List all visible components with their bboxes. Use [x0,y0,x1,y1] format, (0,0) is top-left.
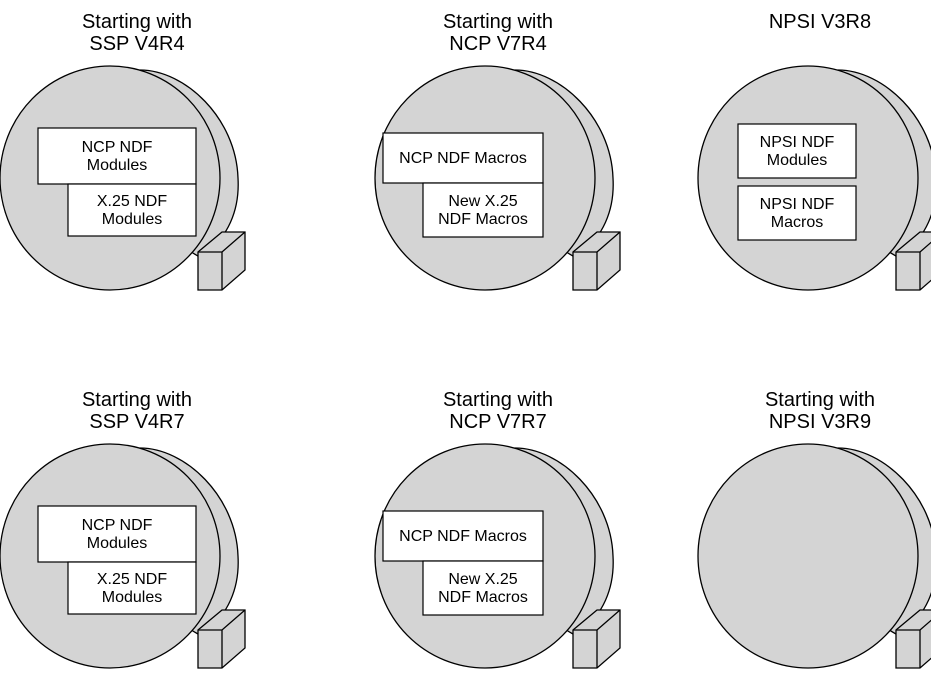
reel-title-line: Starting with [82,389,192,411]
reel-title-line: NCP V7R7 [449,411,546,433]
label-box-text: Modules [102,589,162,606]
label-box-text: NCP NDF Macros [399,528,527,545]
label-box-text: X.25 NDF [97,571,167,588]
label-box-text: Macros [771,214,823,231]
label-box-text: NDF Macros [438,211,528,228]
label-box-text: NPSI NDF [760,196,835,213]
label-box-text: Modules [87,535,147,552]
reel-title-line: Starting with [765,389,875,411]
label-box-text: New X.25 [448,193,517,210]
reel-title-line: Starting with [82,11,192,33]
label-box-text: X.25 NDF [97,193,167,210]
label-box-text: NCP NDF [82,517,153,534]
label-box: NCP NDF Macros [382,132,544,184]
label-box-text: New X.25 [448,571,517,588]
reel-title-line: Starting with [443,389,553,411]
label-box-text: Modules [767,152,827,169]
label-box-text: NPSI NDF [760,134,835,151]
reel-icon [697,443,931,669]
label-box-text: NCP NDF [82,139,153,156]
reel-title-line: NPSI V3R8 [769,11,871,33]
reel-title-line: Starting with [443,11,553,33]
reel-title-line: SSP V4R7 [89,411,184,433]
label-box-text: Modules [87,157,147,174]
label-box-text: NDF Macros [438,589,528,606]
reel-title-line: SSP V4R4 [89,33,184,55]
reel-title-line: NPSI V3R9 [769,411,871,433]
label-box-text: NCP NDF Macros [399,150,527,167]
label-box: NCP NDF Macros [382,510,544,562]
label-box-text: Modules [102,211,162,228]
reel-title-line: NCP V7R4 [449,33,546,55]
